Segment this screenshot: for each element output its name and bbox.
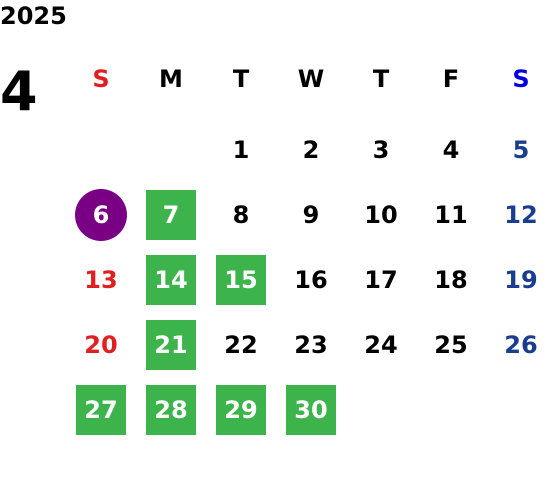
day-3[interactable]: 3 — [372, 136, 390, 164]
day-4[interactable]: 4 — [442, 136, 460, 164]
day-1[interactable]: 1 — [232, 136, 250, 164]
day-25[interactable]: 25 — [434, 331, 468, 359]
day-13[interactable]: 13 — [84, 266, 118, 294]
day-10[interactable]: 10 — [364, 201, 398, 229]
weekday-header-4: T — [372, 65, 390, 93]
day-20[interactable]: 20 — [84, 331, 118, 359]
day-16[interactable]: 16 — [294, 266, 328, 294]
weekday-header-5: F — [442, 65, 460, 93]
day-18[interactable]: 18 — [434, 266, 468, 294]
day-17[interactable]: 17 — [364, 266, 398, 294]
day-5[interactable]: 5 — [512, 136, 530, 164]
day-6[interactable]: 6 — [75, 189, 127, 241]
day-15[interactable]: 15 — [216, 255, 266, 305]
calendar-month: 4 — [0, 60, 38, 123]
weekday-header-6: S — [512, 65, 530, 93]
weekday-header-3: W — [297, 65, 325, 93]
day-7[interactable]: 7 — [146, 190, 196, 240]
day-11[interactable]: 11 — [434, 201, 468, 229]
day-23[interactable]: 23 — [294, 331, 328, 359]
day-2[interactable]: 2 — [302, 136, 320, 164]
day-28[interactable]: 28 — [146, 385, 196, 435]
day-12[interactable]: 12 — [504, 201, 538, 229]
day-9[interactable]: 9 — [302, 201, 320, 229]
day-21[interactable]: 21 — [146, 320, 196, 370]
day-30[interactable]: 30 — [286, 385, 336, 435]
weekday-header-1: M — [159, 65, 183, 93]
day-24[interactable]: 24 — [364, 331, 398, 359]
day-14[interactable]: 14 — [146, 255, 196, 305]
day-19[interactable]: 19 — [504, 266, 538, 294]
weekday-header-0: S — [92, 65, 110, 93]
day-27[interactable]: 27 — [76, 385, 126, 435]
weekday-header-2: T — [232, 65, 250, 93]
day-26[interactable]: 26 — [504, 331, 538, 359]
calendar-year: 2025 — [0, 2, 67, 30]
day-29[interactable]: 29 — [216, 385, 266, 435]
day-8[interactable]: 8 — [232, 201, 250, 229]
day-22[interactable]: 22 — [224, 331, 258, 359]
